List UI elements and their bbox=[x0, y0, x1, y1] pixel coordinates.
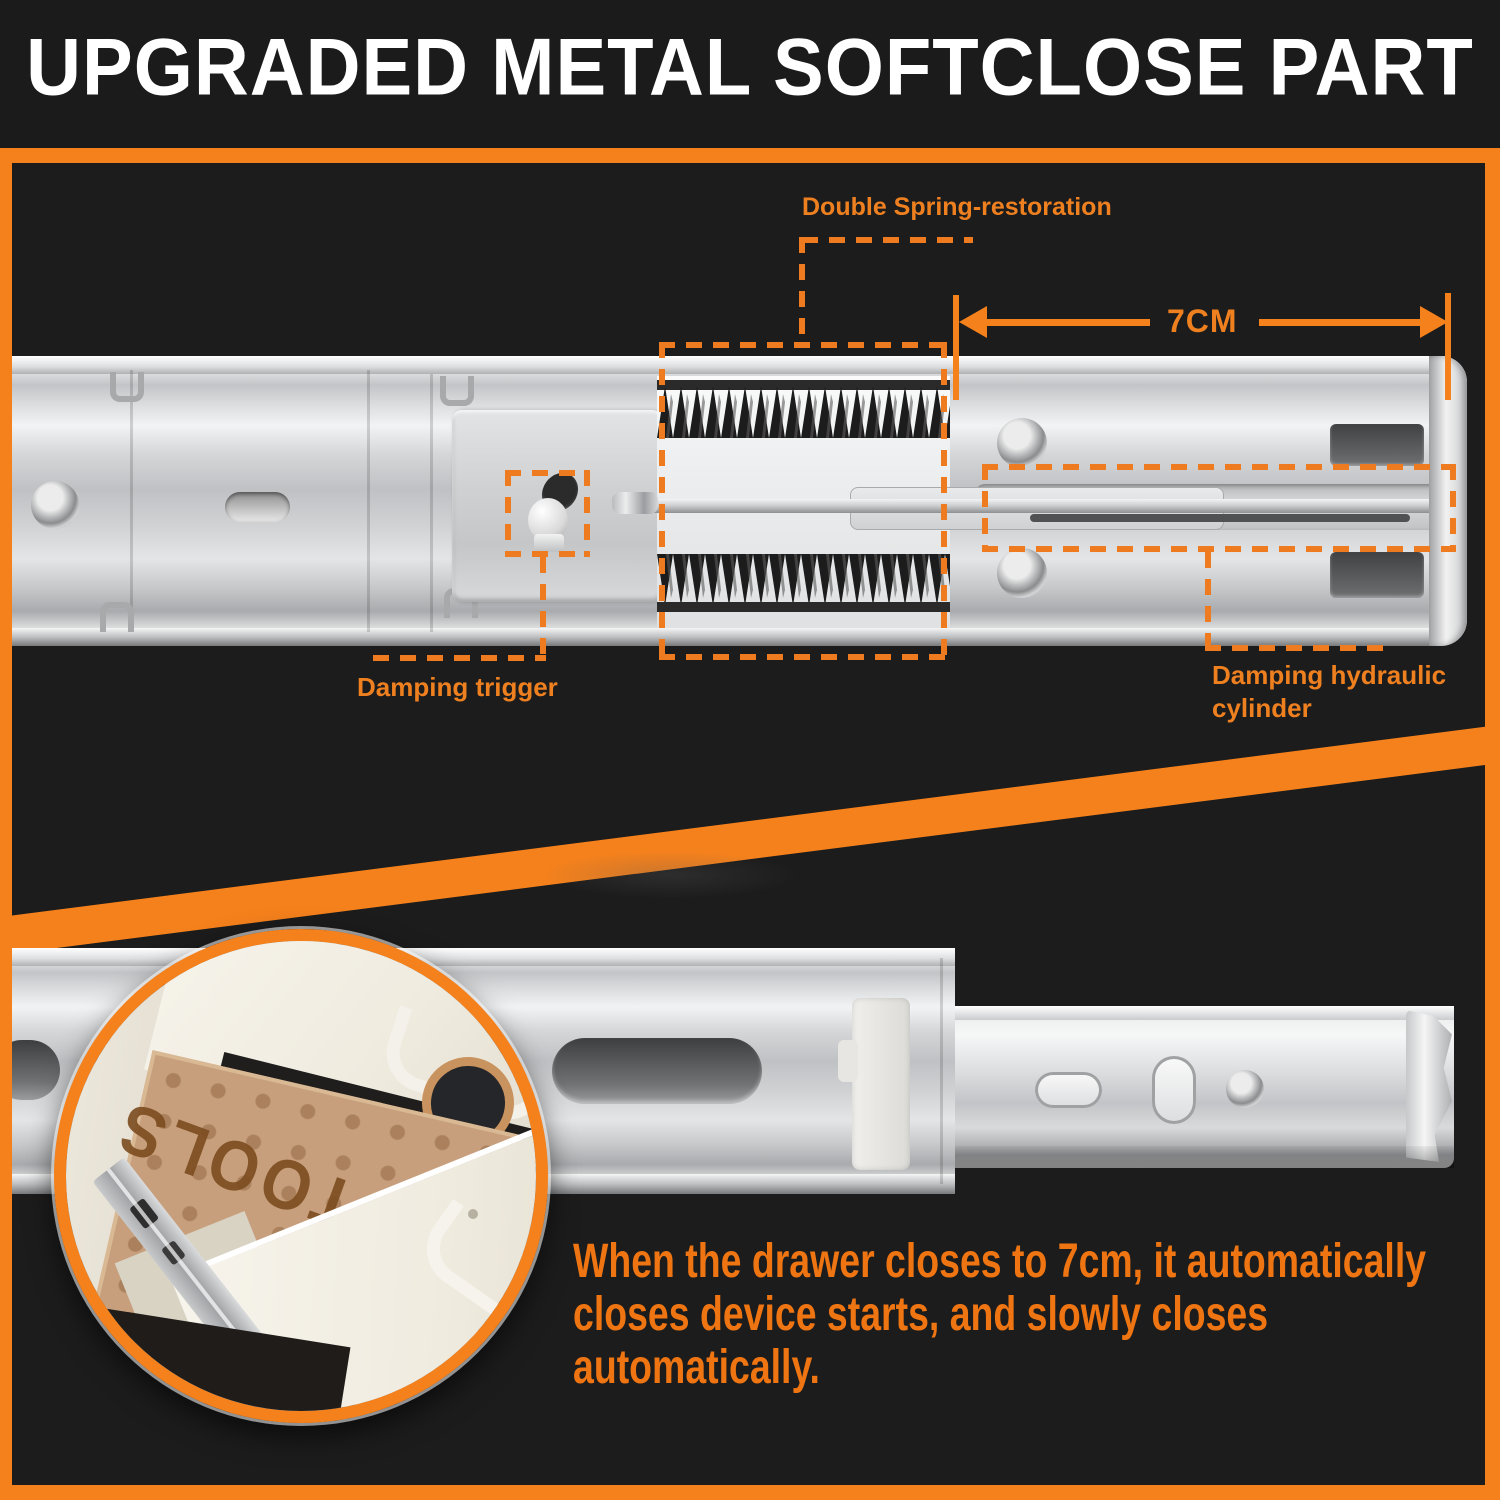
trigger-leader-line bbox=[540, 557, 546, 658]
cylinder-leader-line bbox=[1205, 552, 1211, 648]
spring-box-left bbox=[659, 342, 665, 657]
spring-box-top bbox=[659, 342, 947, 348]
rivet-hole bbox=[997, 548, 1047, 598]
nylon-detent-tab bbox=[838, 1040, 858, 1082]
dimension-tick-right bbox=[1445, 293, 1451, 400]
cylinder-box-top bbox=[982, 464, 1456, 470]
ball-retainer-hook bbox=[440, 376, 474, 406]
trigger-label: Damping trigger bbox=[357, 672, 558, 702]
spring-label: Double Spring-restoration bbox=[802, 193, 1112, 221]
rail-seam bbox=[367, 370, 370, 632]
outer-rail-slot-partial bbox=[12, 1040, 60, 1100]
spring-leader-underline bbox=[802, 237, 973, 243]
ball-retainer-hook bbox=[110, 372, 144, 402]
dimension-label: 7CM bbox=[1167, 303, 1238, 339]
cylinder-leader-underline bbox=[1205, 645, 1390, 651]
ball-retainer-hook bbox=[100, 602, 134, 632]
cylinder-box-left bbox=[982, 464, 988, 552]
cylinder-label-line2: cylinder bbox=[1212, 693, 1312, 723]
rail-pocket bbox=[1330, 552, 1424, 598]
inner-rail-hole bbox=[1226, 1070, 1264, 1108]
cylinder-box-bottom bbox=[982, 546, 1456, 552]
spring-box-right bbox=[941, 342, 947, 657]
piston-rod bbox=[620, 499, 1467, 513]
trigger-box-left bbox=[505, 470, 511, 557]
caption-text: When the drawer closes to 7cm, it automa… bbox=[573, 1235, 1426, 1394]
rod-connector bbox=[612, 492, 658, 514]
spring-leader-line bbox=[799, 237, 805, 345]
dimension-line-right bbox=[1259, 319, 1422, 326]
cylinder-label-line1: Damping hydraulic bbox=[1212, 660, 1447, 690]
rail-seam bbox=[130, 370, 133, 632]
trigger-box-top bbox=[505, 470, 590, 476]
dimension-tick-left bbox=[953, 295, 959, 400]
caption-line-1: When the drawer closes to 7cm, it automa… bbox=[573, 1235, 1427, 1288]
drawer-inset-photo: TOOLS bbox=[54, 929, 548, 1423]
trigger-leader-underline bbox=[373, 655, 546, 661]
trigger-box-bottom bbox=[505, 551, 590, 557]
caption-line-2: closes device starts, and slowly closes bbox=[573, 1288, 1269, 1341]
coil-spring-bottom-illustration bbox=[657, 554, 950, 612]
rail-pocket bbox=[1330, 424, 1424, 466]
soft-reflection bbox=[540, 851, 800, 899]
drawer-keyhole bbox=[468, 1209, 478, 1219]
page-title: UPGRADED METAL SOFTCLOSE PART bbox=[26, 22, 1474, 113]
inner-rail-slot bbox=[1035, 1072, 1102, 1108]
dimension-line-left bbox=[985, 319, 1150, 326]
coil-spring-top-illustration bbox=[657, 380, 950, 438]
caption-line-3: automatically. bbox=[573, 1341, 820, 1394]
inner-rail-oval bbox=[1152, 1056, 1196, 1124]
mounting-slot bbox=[225, 492, 290, 522]
inner-rail-end-tab bbox=[1406, 1010, 1452, 1162]
rail-top-edge bbox=[12, 356, 1467, 374]
nylon-detent-piece bbox=[852, 998, 910, 1170]
arrow-left-icon bbox=[959, 306, 987, 338]
cylinder-box-right bbox=[1450, 464, 1456, 552]
spring-box-bottom bbox=[659, 654, 947, 660]
rail-end-cap bbox=[1429, 356, 1467, 646]
diagonal-divider-stripe bbox=[12, 717, 1485, 956]
arrow-right-icon bbox=[1420, 306, 1448, 338]
frame-inner-panel: Double Spring-restoration Damping trigge… bbox=[12, 163, 1485, 1485]
rail-seam bbox=[430, 374, 433, 632]
mounting-hole bbox=[31, 481, 79, 529]
rivet-hole bbox=[997, 418, 1047, 468]
slide-rail-closeup-photo bbox=[12, 356, 1467, 646]
rod-slot bbox=[1030, 514, 1410, 522]
trigger-box-right bbox=[584, 470, 590, 557]
outer-rail-slot bbox=[552, 1038, 762, 1104]
outer-rail-seam bbox=[940, 958, 943, 1184]
rail-bottom-edge bbox=[12, 628, 1467, 646]
orange-frame: Double Spring-restoration Damping trigge… bbox=[0, 148, 1500, 1500]
trigger-pin-base bbox=[534, 534, 564, 552]
